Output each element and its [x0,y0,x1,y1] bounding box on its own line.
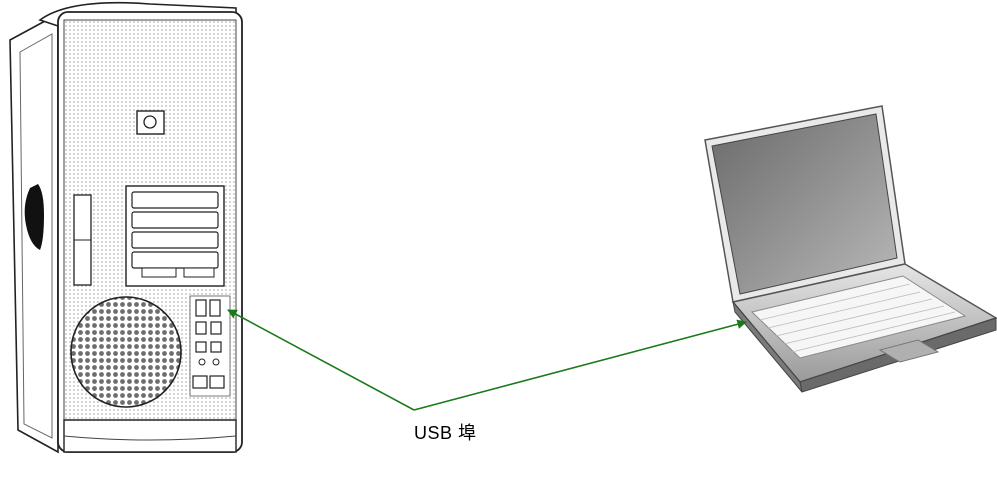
laptop-screen [711,113,898,295]
power-button [136,110,165,135]
laptop-keyboard [750,275,967,359]
expansion-slots [125,185,225,287]
fan-grille [70,296,182,408]
usb-connection-arrows [227,309,747,411]
arrow-to-laptop [413,319,747,411]
apple-logo-icon [24,184,44,250]
arrow-to-desktop [227,309,415,411]
trackpad [878,339,940,363]
desktop-tower-computer [9,1,243,454]
usb-port-label: USB 埠 [414,423,477,443]
usb-port-panel [189,295,231,397]
laptop-computer [704,105,997,393]
